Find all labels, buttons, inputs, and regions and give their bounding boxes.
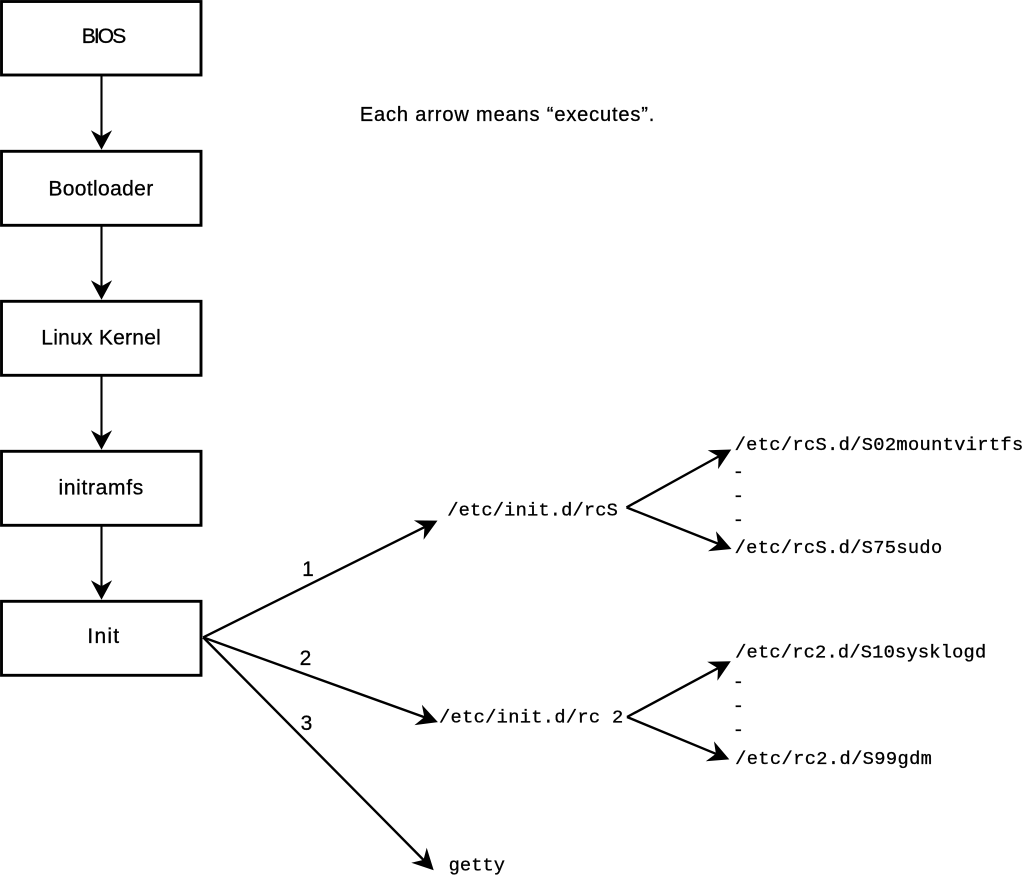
svg-text:BIOS: BIOS [82,25,127,48]
svg-text:/etc/init.d/rc 2: /etc/init.d/rc 2 [439,706,623,728]
svg-text:initramfs: initramfs [59,477,144,500]
svg-text:-: - [733,485,744,507]
svg-text:-: - [733,719,744,741]
svg-text:-: - [733,509,744,531]
svg-text:2: 2 [300,647,312,670]
svg-text:1: 1 [302,558,314,581]
svg-text:getty: getty [449,855,505,875]
svg-text:/etc/rc2.d/S10sysklogd: /etc/rc2.d/S10sysklogd [735,641,986,663]
svg-text:/etc/rcS.d/S75sudo: /etc/rcS.d/S75sudo [735,537,943,559]
svg-text:-: - [733,461,744,483]
svg-text:Bootloader: Bootloader [48,178,153,201]
svg-text:Init: Init [87,625,119,648]
svg-text:/etc/rcS.d/S02mountvirtfs: /etc/rcS.d/S02mountvirtfs [735,434,1024,456]
svg-text:/etc/init.d/rcS: /etc/init.d/rcS [447,500,618,522]
svg-text:-: - [733,695,744,717]
svg-text:Linux Kernel: Linux Kernel [41,327,161,350]
svg-text:3: 3 [301,712,313,735]
svg-text:-: - [733,671,744,693]
svg-text:Each arrow means “executes”.: Each arrow means “executes”. [360,104,654,126]
svg-text:/etc/rc2.d/S99gdm: /etc/rc2.d/S99gdm [735,748,932,770]
